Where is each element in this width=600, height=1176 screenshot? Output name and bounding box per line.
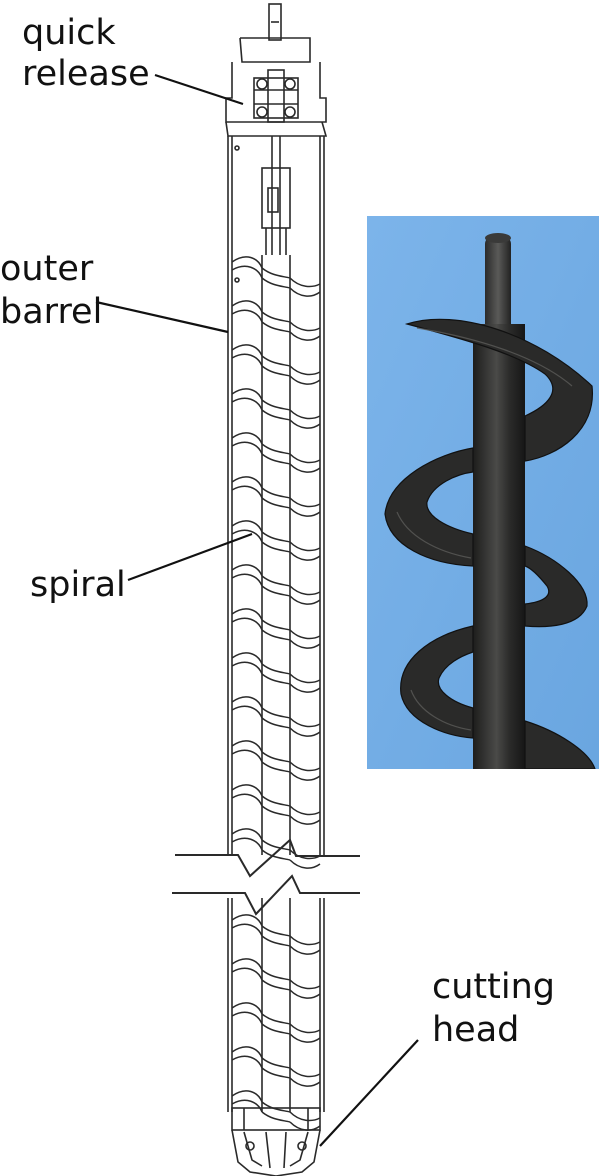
spiral-flight-web [261, 707, 291, 729]
label-release: release [22, 54, 150, 94]
spiral-flight [231, 256, 321, 297]
leader-cutting-head [319, 1039, 419, 1147]
spiral-flight [231, 958, 321, 999]
auger-flights [384, 318, 596, 769]
spiral-flight-web [261, 1101, 291, 1123]
label-head: head [432, 1010, 520, 1050]
spiral-flight [231, 1090, 321, 1131]
label-cutting-head: cutting head [432, 964, 555, 1054]
spiral-flight-web [261, 267, 291, 289]
spiral-flight-web [261, 795, 291, 817]
spiral-flight [231, 388, 321, 429]
coupling [261, 167, 291, 229]
label-quick-release: quick release [22, 10, 150, 98]
leader-quick-release [154, 73, 244, 106]
spiral-flights [231, 256, 321, 1131]
spiral-flight [231, 784, 321, 825]
shaft-tip [268, 3, 282, 41]
spiral-flight-web [261, 751, 291, 773]
label-quick: quick [22, 13, 116, 53]
label-outer: outer [0, 249, 94, 289]
spiral-flight [231, 1046, 321, 1087]
top-housing [239, 37, 311, 63]
spiral-flight [231, 520, 321, 561]
spiral-flight [231, 828, 321, 869]
spiral-flight-web [261, 399, 291, 421]
spiral-flight-web [261, 925, 291, 947]
spiral-flight-web [261, 487, 291, 509]
label-spiral: spiral [30, 565, 126, 605]
spiral-photo [367, 216, 599, 769]
spiral-flight-web [261, 531, 291, 553]
spiral-flight-web [261, 1057, 291, 1079]
cutting-head-body [231, 1107, 321, 1131]
auger-shaft [473, 324, 525, 769]
spiral-flight [231, 652, 321, 693]
break-lines [172, 838, 360, 916]
spiral-flight-web [261, 1013, 291, 1035]
spiral-flight-web [261, 575, 291, 597]
spiral-flight [231, 300, 321, 341]
spiral-flight-web [261, 311, 291, 333]
spiral-flight [231, 1002, 321, 1043]
spiral-flight [231, 432, 321, 473]
cutting-teeth [231, 1129, 321, 1176]
label-barrel: barrel [0, 292, 103, 332]
spiral-flight [231, 696, 321, 737]
label-cutting: cutting [432, 967, 555, 1007]
spiral-flight-web [261, 619, 291, 641]
spiral-flight [231, 914, 321, 955]
spiral-flight [231, 608, 321, 649]
leader-outer-barrel [95, 300, 229, 334]
spiral-flight [231, 344, 321, 385]
spiral-flight-web [261, 663, 291, 685]
label-outer-barrel: outer barrel [0, 246, 102, 336]
spiral-flight-web [261, 839, 291, 861]
spiral-flight [231, 564, 321, 605]
auger-rod [485, 236, 511, 336]
bearing-block [253, 77, 299, 119]
leader-lines [95, 73, 419, 1147]
spiral-flight-web [261, 443, 291, 465]
spiral-flight [231, 740, 321, 781]
spiral-flight-web [261, 355, 291, 377]
leader-spiral [127, 532, 253, 582]
spiral-flight-web [261, 969, 291, 991]
spiral-flight [231, 476, 321, 517]
